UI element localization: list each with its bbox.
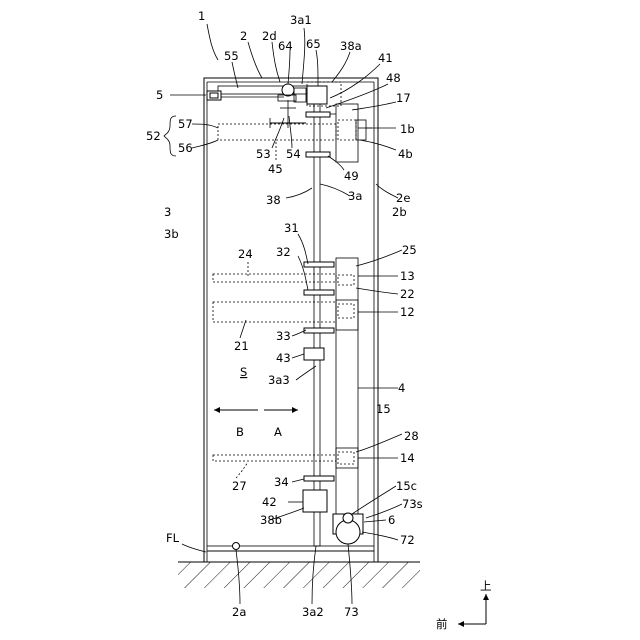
label-54: 54	[286, 147, 301, 161]
label-56: 56	[178, 141, 193, 155]
label-4b: 4b	[398, 147, 413, 161]
label-49: 49	[344, 169, 359, 183]
label-3b: 3b	[164, 227, 179, 241]
label-14: 14	[400, 451, 415, 465]
motor-assembly	[270, 84, 306, 128]
label-45: 45	[268, 162, 283, 176]
bottom-drive	[303, 490, 363, 544]
label-52: 52	[146, 129, 161, 143]
label-1b: 1b	[400, 122, 415, 136]
label-S: S	[240, 365, 247, 379]
label-2d: 2d	[262, 29, 277, 43]
label-up: 上	[480, 579, 492, 593]
label-28: 28	[404, 429, 419, 443]
label-4: 4	[398, 381, 405, 395]
label-33: 33	[276, 329, 291, 343]
label-38: 38	[266, 193, 281, 207]
label-13: 13	[400, 269, 415, 283]
label-55: 55	[224, 49, 239, 63]
label-42: 42	[262, 495, 277, 509]
roller-2a	[233, 543, 240, 550]
label-25: 25	[402, 243, 417, 257]
label-15: 15	[376, 402, 391, 416]
label-B: B	[236, 425, 244, 439]
label-5: 5	[156, 88, 163, 102]
label-15c: 15c	[396, 479, 417, 493]
label-38a: 38a	[340, 39, 362, 53]
label-73: 73	[344, 605, 359, 619]
label-front: 前	[436, 617, 448, 631]
brace-52	[164, 116, 176, 156]
label-27: 27	[232, 479, 247, 493]
label-3a: 3a	[348, 189, 362, 203]
label-3a2: 3a2	[302, 605, 324, 619]
label-43: 43	[276, 351, 291, 365]
label-2: 2	[240, 29, 247, 43]
label-31: 31	[284, 221, 299, 235]
label-21: 21	[234, 339, 249, 353]
label-65: 65	[306, 37, 321, 51]
floor	[178, 562, 420, 588]
label-2b: 2b	[392, 205, 407, 219]
label-41: 41	[378, 51, 393, 65]
label-38b: 38b	[260, 513, 282, 527]
label-24: 24	[238, 247, 253, 261]
side-pins	[358, 128, 372, 458]
label-FL: FL	[166, 531, 180, 545]
label-3: 3	[164, 205, 171, 219]
label-34: 34	[274, 475, 289, 489]
label-1: 1	[198, 9, 205, 23]
label-2a: 2a	[232, 605, 246, 619]
label-A: A	[274, 425, 282, 439]
label-73s: 73s	[402, 497, 423, 511]
label-72: 72	[400, 533, 415, 547]
label-3a3: 3a3	[268, 373, 290, 387]
label-64: 64	[278, 39, 293, 53]
label-6: 6	[388, 513, 395, 527]
label-12: 12	[400, 305, 415, 319]
column-4	[336, 300, 358, 520]
label-22: 22	[400, 287, 415, 301]
leader-lines	[170, 24, 402, 604]
label-53: 53	[256, 147, 271, 161]
label-3a1: 3a1	[290, 13, 312, 27]
label-48: 48	[386, 71, 401, 85]
orientation-axes	[458, 594, 486, 624]
label-32: 32	[276, 245, 291, 259]
label-17: 17	[396, 91, 411, 105]
label-57: 57	[178, 117, 193, 131]
label-2e: 2e	[396, 191, 410, 205]
